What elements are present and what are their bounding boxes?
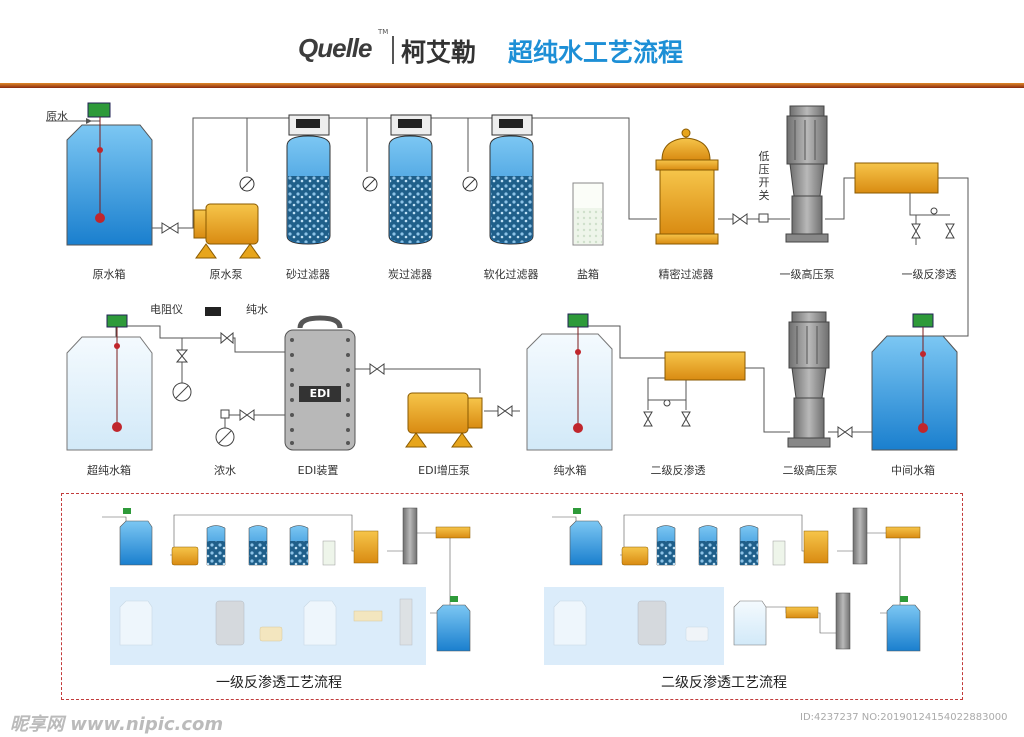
edi-badge: EDI [309, 387, 331, 400]
label-softener-filter: 软化过滤器 [483, 268, 539, 281]
ultrapure-water-tank [66, 314, 153, 451]
caption-one-stage-ro: 一级反渗透工艺流程 [216, 675, 342, 691]
label-ro-1: 一级反渗透 [901, 268, 957, 281]
header-divider [0, 83, 1024, 88]
label-concentrate: 浓水 [214, 464, 236, 477]
label-high-pressure-pump-1: 一级高压泵 [779, 268, 835, 281]
inlet-arrow-icon [86, 118, 92, 124]
quelle-logo: Quelle [298, 33, 372, 63]
ro-membrane-2 [643, 351, 746, 427]
valve-icon-3 [220, 331, 234, 345]
drain-gauge-icon-1 [172, 382, 192, 402]
intermediate-water-tank [871, 313, 958, 451]
valve-icon-7 [497, 405, 513, 417]
resistivity-meter-icon [205, 307, 221, 316]
header: Quelle TM 柯艾勒 超纯水工艺流程 [0, 0, 1024, 80]
label-edi-device: EDI装置 [297, 464, 339, 477]
thumbnail-two-stage [540, 503, 945, 668]
valve-icon-8 [837, 426, 853, 438]
valve-icon-2 [732, 213, 748, 225]
watermark-right: ID:4237237 NO:20190124154022883000 [800, 712, 1008, 723]
ro-membrane-1 [854, 162, 955, 245]
valve-icon-6 [369, 363, 385, 375]
label-pure-water-outlet: 纯水 [246, 303, 268, 316]
label-carbon-filter: 炭过滤器 [388, 268, 432, 281]
caption-two-stage-ro: 二级反渗透工艺流程 [661, 675, 787, 691]
watermark-left: 昵享网 www.nipic.com [10, 714, 224, 735]
precision-filter [655, 128, 719, 245]
trademark: TM [378, 28, 389, 36]
pure-water-tank [526, 313, 613, 451]
raw-water-inlet-label: 原水 [46, 110, 68, 123]
thumbnail-one-stage [90, 503, 495, 668]
label-resistivity-meter: 电阻仪 [150, 303, 183, 316]
label-ro-2: 二级反渗透 [650, 464, 706, 477]
label-edi-booster-pump: EDI增压泵 [418, 464, 470, 477]
label-intermediate-tank: 中间水箱 [891, 464, 935, 477]
header-separator [392, 36, 394, 64]
valve-icon-4 [175, 349, 189, 363]
label-pure-water-tank: 纯水箱 [553, 464, 587, 477]
low-pressure-switch-icon [758, 213, 769, 223]
edi-booster-pump [405, 392, 483, 448]
label-ultrapure-tank: 超纯水箱 [87, 464, 131, 477]
label-low-pressure-switch: 低压开关 [758, 150, 770, 202]
raw-water-pump [193, 203, 261, 259]
high-pressure-pump-1 [785, 105, 829, 243]
softener-filter [462, 114, 534, 245]
sand-filter [239, 114, 331, 245]
edi-device [284, 315, 356, 451]
salt-tank [572, 182, 604, 246]
label-sand-filter: 砂过滤器 [286, 268, 330, 281]
label-raw-water-tank: 原水箱 [92, 268, 126, 281]
carbon-filter [362, 114, 433, 245]
comparison-frame [61, 493, 963, 700]
label-raw-water-pump: 原水泵 [209, 268, 243, 281]
raw-water-tank [66, 102, 153, 246]
drain-gauge-icon-2 [215, 409, 235, 447]
pipes-row1 [46, 117, 969, 337]
brand-name: 柯艾勒 [401, 38, 477, 67]
label-high-pressure-pump-2: 二级高压泵 [782, 464, 838, 477]
high-pressure-pump-2 [787, 311, 831, 448]
label-precision-filter: 精密过滤器 [658, 268, 714, 281]
valve-icon-5 [239, 409, 255, 421]
page-title: 超纯水工艺流程 [508, 38, 684, 67]
label-salt-tank: 盐箱 [577, 268, 599, 281]
valve-icon-1 [161, 222, 179, 234]
